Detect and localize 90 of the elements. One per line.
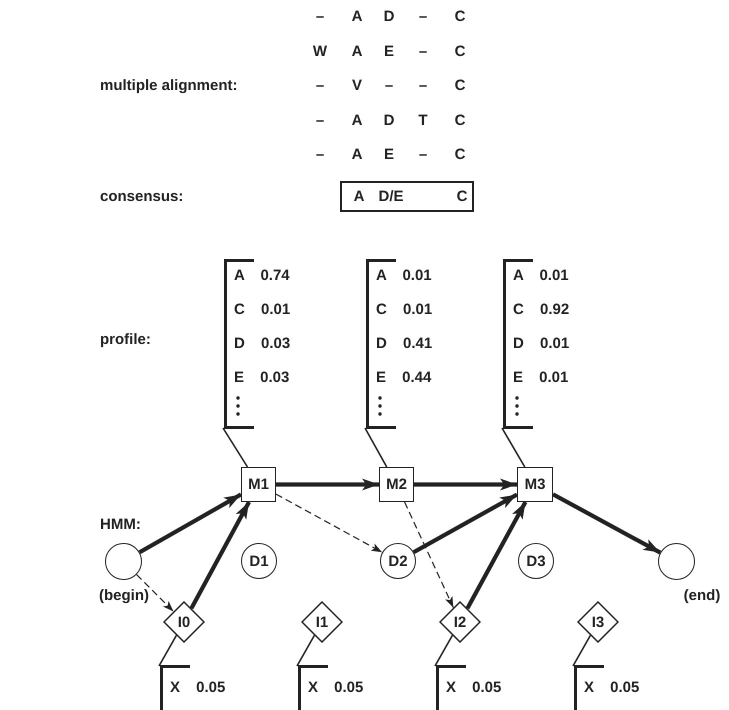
alignment-residue: A xyxy=(352,112,362,130)
row-heading: profile: xyxy=(100,331,151,349)
match-state-box xyxy=(241,467,276,502)
arrow xyxy=(552,492,662,554)
arrow xyxy=(276,478,379,490)
match-state-box xyxy=(379,467,414,502)
row-heading: consensus: xyxy=(100,188,184,206)
state-circle xyxy=(380,543,416,579)
state-circle xyxy=(658,543,695,580)
emission-probability: A 0.74 xyxy=(233,266,291,286)
alignment-residue: E xyxy=(384,43,394,61)
arrow xyxy=(190,501,251,610)
emission-probability: D 0.01 xyxy=(512,334,570,354)
state-label: M2 xyxy=(386,476,407,493)
emission-probability: C 0.92 xyxy=(512,300,570,320)
connector-line xyxy=(434,635,454,666)
state-caption: (end) xyxy=(684,587,720,605)
connector-line xyxy=(572,635,592,666)
alignment-residue: T xyxy=(418,112,428,130)
emission-probability: A 0.01 xyxy=(512,266,570,286)
alignment-residue: C xyxy=(454,77,466,95)
alignment-residue: – xyxy=(316,112,324,130)
state-label: M3 xyxy=(524,476,546,493)
emission-probability: E 0.03 xyxy=(233,368,290,388)
alignment-residue: – xyxy=(418,77,428,95)
alignment-residue: – xyxy=(418,146,428,164)
alignment-residue: – xyxy=(418,43,428,61)
alignment-residue: W xyxy=(312,43,328,61)
alignment-residue: C xyxy=(454,112,466,130)
state-label: I1 xyxy=(316,614,328,630)
row-heading: multiple alignment: xyxy=(100,77,238,95)
emission-probability: E 0.44 xyxy=(375,368,432,388)
arrow xyxy=(414,478,517,490)
emission-probability: D 0.41 xyxy=(375,334,434,354)
state-label: D3 xyxy=(526,552,546,570)
state-circle xyxy=(518,543,554,579)
emission-probability: E 0.01 xyxy=(512,368,570,388)
insert-state-diamond xyxy=(439,601,481,643)
alignment-residue: – xyxy=(316,77,324,95)
state-label: D2 xyxy=(388,552,408,570)
match-state-box xyxy=(517,467,553,502)
alignment-residue: D xyxy=(384,112,394,130)
emission-probability: X 0.05 xyxy=(583,678,640,698)
arrow xyxy=(136,574,174,612)
connector-line xyxy=(364,428,388,468)
insert-state-diamond xyxy=(577,601,619,643)
arrow xyxy=(412,492,518,554)
state-caption: (begin) xyxy=(99,587,149,605)
state-circle xyxy=(241,543,277,579)
alignment-residue: – xyxy=(384,77,394,95)
arrow xyxy=(404,502,454,608)
alignment-residue: C xyxy=(454,8,466,26)
state-circle xyxy=(105,543,142,580)
insert-state-diamond xyxy=(301,601,343,643)
emission-probability: X 0.05 xyxy=(307,678,364,698)
alignment-residue: D xyxy=(384,8,394,26)
alignment-residue: A xyxy=(352,146,362,164)
arrow xyxy=(138,492,242,554)
alignment-residue: – xyxy=(316,8,324,26)
alignment-residue: V xyxy=(352,77,362,95)
insert-state-diamond xyxy=(163,601,205,643)
alignment-residue: C xyxy=(454,43,466,61)
connector-line xyxy=(222,428,248,468)
state-label: I2 xyxy=(454,614,466,630)
connector-line xyxy=(296,635,316,666)
state-label: M1 xyxy=(248,476,269,493)
state-label: I0 xyxy=(178,614,190,630)
alignment-residue: E xyxy=(384,146,394,164)
consensus-residue: A xyxy=(354,188,364,206)
emission-probability: X 0.05 xyxy=(169,678,226,698)
consensus-residue: D/E xyxy=(378,188,404,206)
alignment-residue: A xyxy=(352,43,362,61)
alignment-residue: – xyxy=(316,146,324,164)
alignment-residue: C xyxy=(454,146,466,164)
arrow xyxy=(466,501,528,610)
connector-line xyxy=(501,428,526,468)
row-heading: HMM: xyxy=(100,516,141,534)
state-label: I3 xyxy=(592,614,604,630)
connector-line xyxy=(158,635,178,666)
emission-probability: C 0.01 xyxy=(233,300,292,320)
emission-probability: A 0.01 xyxy=(375,266,433,286)
alignment-residue: A xyxy=(352,8,362,26)
emission-probability: D 0.03 xyxy=(233,334,292,354)
emission-probability: C 0.01 xyxy=(375,300,434,320)
alignment-residue: – xyxy=(418,8,428,26)
state-label: D1 xyxy=(249,552,269,570)
emission-probability: X 0.05 xyxy=(445,678,502,698)
arrow xyxy=(276,494,382,553)
consensus-residue: C xyxy=(456,188,468,206)
consensus-box xyxy=(340,181,474,212)
